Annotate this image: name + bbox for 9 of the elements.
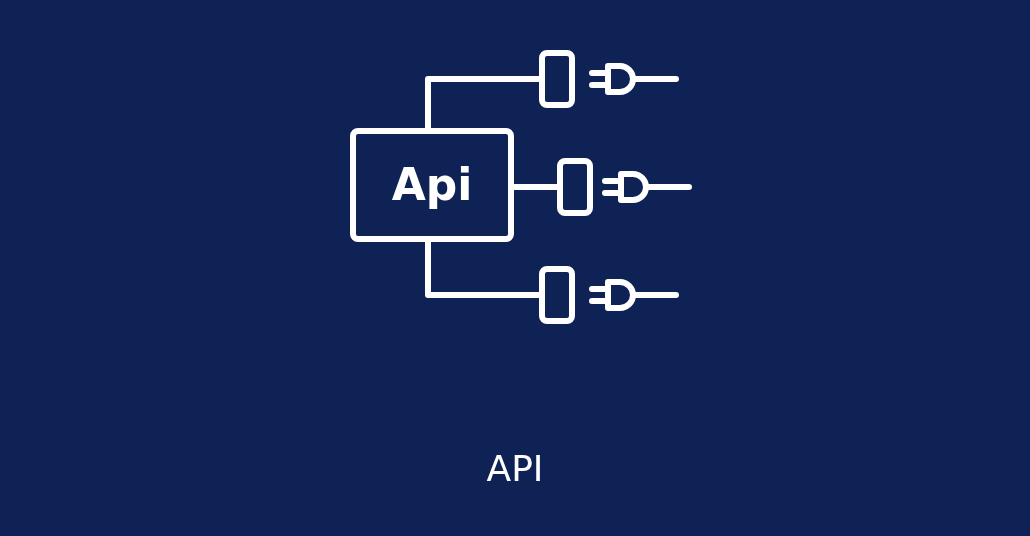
- socket-box: [557, 158, 593, 216]
- module-label: Api: [391, 163, 473, 207]
- socket-box: [539, 266, 575, 324]
- module-box: [350, 128, 514, 242]
- connector-line: [425, 76, 539, 128]
- connector-line: [514, 184, 557, 190]
- connector-line: [425, 242, 539, 298]
- socket-box: [539, 50, 575, 108]
- caption: API: [486, 448, 544, 489]
